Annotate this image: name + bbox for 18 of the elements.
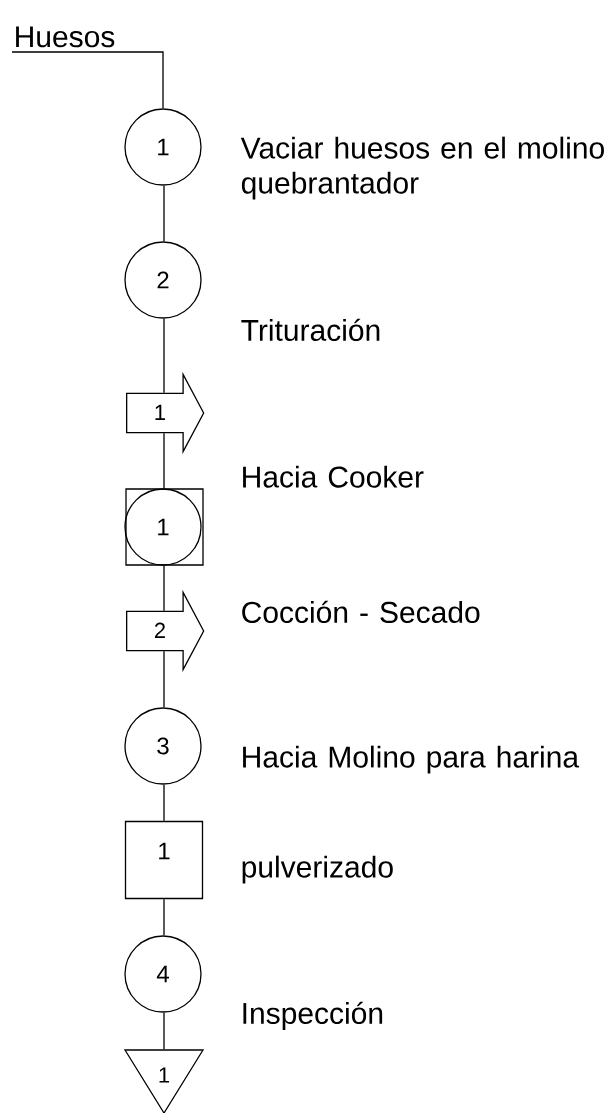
process-label: Huesos: [16, 26, 115, 48]
flow-line: [163, 898, 165, 936]
flow-line: [163, 432, 165, 489]
step-description: Inspección: [243, 1001, 383, 1030]
flow-line: [163, 784, 165, 822]
step-description: Cocción - Secado: [242, 600, 480, 624]
flow-line: [11, 51, 164, 109]
flow-line: [163, 318, 165, 394]
flow-line: [163, 185, 165, 242]
inspection-square: 1: [124, 820, 204, 900]
step-description: Hacia Cooker: [243, 465, 424, 488]
flow-line: [163, 650, 165, 708]
step-description: Vaciar huesos en el molino quebrantador: [240, 136, 604, 200]
flow-line: [163, 1012, 165, 1050]
step-description: Hacia Molino para harina: [243, 745, 580, 774]
flow-line: [163, 565, 165, 612]
step-description: Trituración: [241, 318, 380, 342]
step-description: pulverizado: [242, 855, 393, 884]
